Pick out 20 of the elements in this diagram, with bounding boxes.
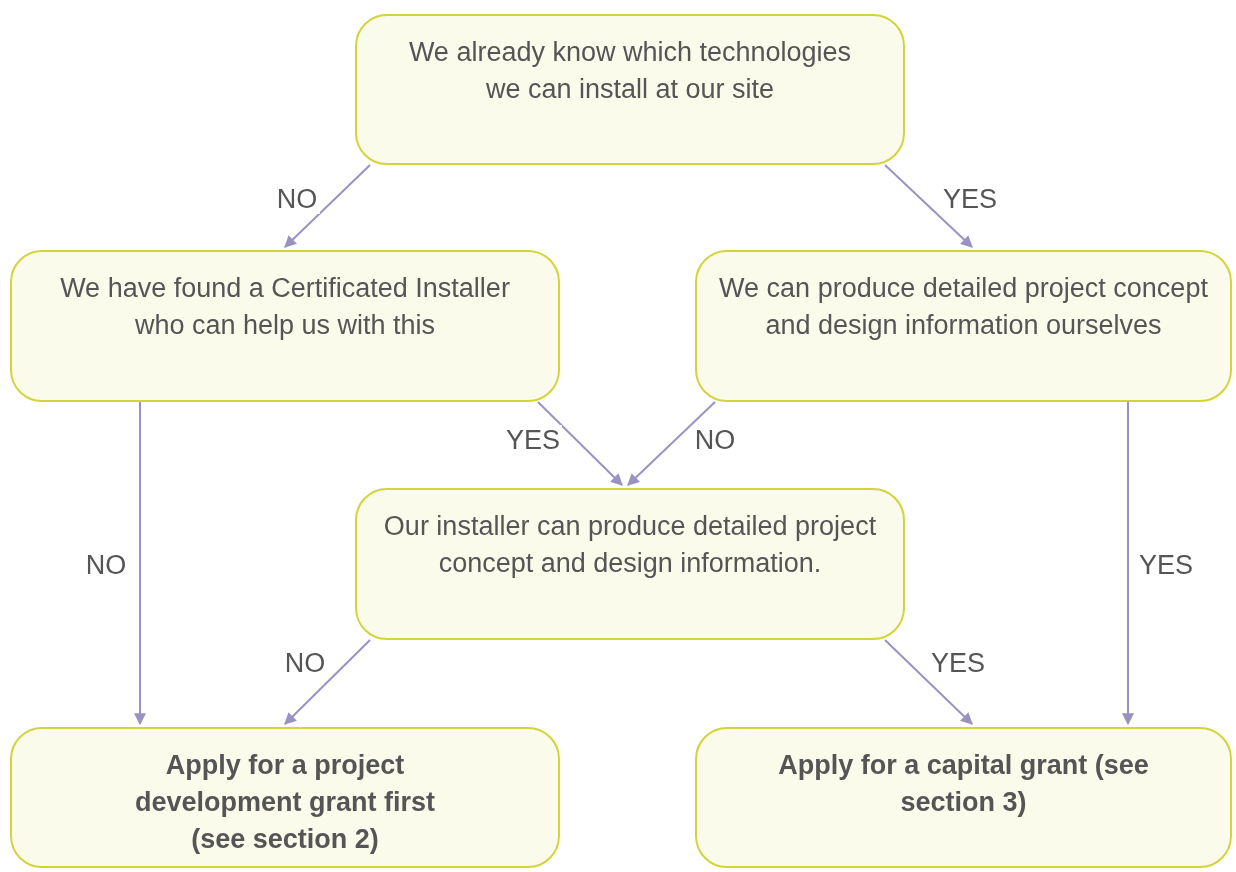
arrow bbox=[627, 401, 716, 486]
arrow bbox=[884, 639, 973, 725]
process-box bbox=[695, 727, 1232, 868]
process-box bbox=[355, 488, 905, 640]
arrow bbox=[1122, 401, 1134, 726]
arrow bbox=[284, 639, 371, 725]
process-box bbox=[10, 250, 560, 402]
question-text: We have found a Certificated Installer who can help us with this bbox=[59, 272, 511, 342]
arrow bbox=[134, 401, 146, 726]
question-text: Our installer can produce detailed project concept and design information. bbox=[382, 510, 878, 580]
question-text: We can produce detailed project concept and design information ourselves bbox=[719, 272, 1208, 342]
arrow bbox=[537, 401, 623, 486]
process-box bbox=[695, 250, 1232, 402]
outcome-text: Apply for a capital grant (see section 3) bbox=[777, 749, 1150, 819]
process-box bbox=[10, 727, 560, 868]
question-text: We already know which technologies we can install at our site bbox=[407, 36, 853, 106]
arrow bbox=[884, 164, 973, 248]
arrow bbox=[284, 164, 371, 248]
outcome-text: Apply for a project development grant first (see section 2) bbox=[133, 749, 436, 856]
process-box bbox=[355, 14, 905, 165]
